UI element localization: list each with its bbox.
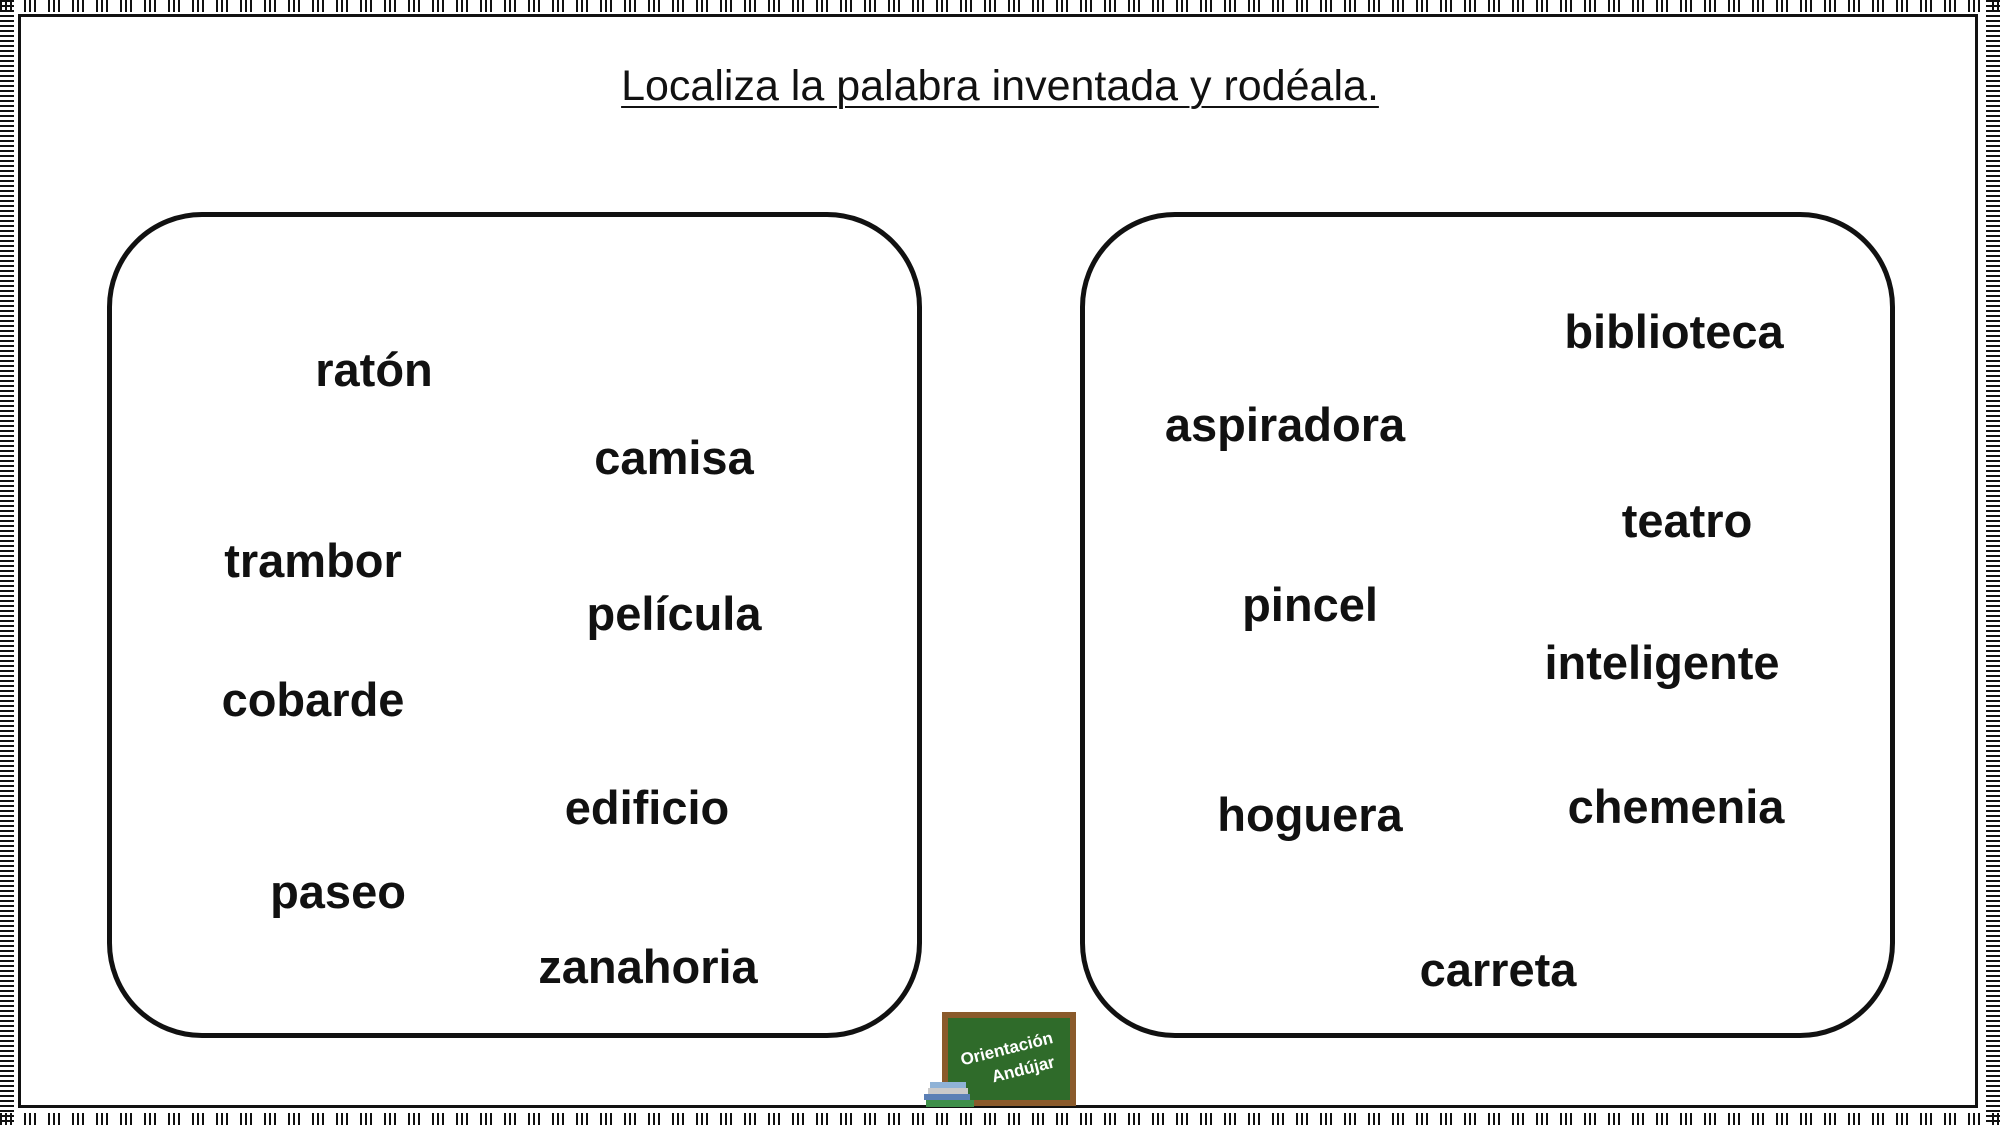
word-right-7[interactable]: chemenia xyxy=(1567,780,1785,833)
word-right-8[interactable]: carreta xyxy=(1419,943,1577,996)
orientacion-andujar-logo: Orientación Andújar xyxy=(924,1012,1076,1107)
word-left-1[interactable]: ratón xyxy=(315,343,433,396)
word-box-left xyxy=(107,212,922,1038)
word-right-1[interactable]: biblioteca xyxy=(1564,305,1784,358)
word-left-5[interactable]: cobarde xyxy=(221,673,405,726)
word-right-4[interactable]: pincel xyxy=(1242,578,1378,631)
word-left-2[interactable]: camisa xyxy=(594,431,754,484)
word-right-2[interactable]: aspiradora xyxy=(1164,398,1406,451)
word-left-3[interactable]: trambor xyxy=(224,534,402,587)
word-right-5[interactable]: inteligente xyxy=(1544,636,1780,689)
chalkboard-surface xyxy=(948,1018,1070,1100)
books-icon xyxy=(924,1082,974,1107)
word-right-3[interactable]: teatro xyxy=(1621,494,1753,547)
word-left-6[interactable]: edificio xyxy=(564,781,730,834)
word-box-right xyxy=(1080,212,1895,1038)
word-left-7[interactable]: paseo xyxy=(270,865,406,918)
instruction-title: Localiza la palabra inventada y rodéala. xyxy=(621,62,1379,110)
word-left-4[interactable]: película xyxy=(586,587,762,640)
decorative-border-left xyxy=(0,0,14,1125)
word-left-8[interactable]: zanahoria xyxy=(538,940,758,993)
decorative-border-right xyxy=(1986,0,2000,1125)
decorative-border-bottom xyxy=(0,1113,2000,1125)
word-right-6[interactable]: hoguera xyxy=(1217,788,1403,841)
decorative-border-top xyxy=(0,0,2000,12)
